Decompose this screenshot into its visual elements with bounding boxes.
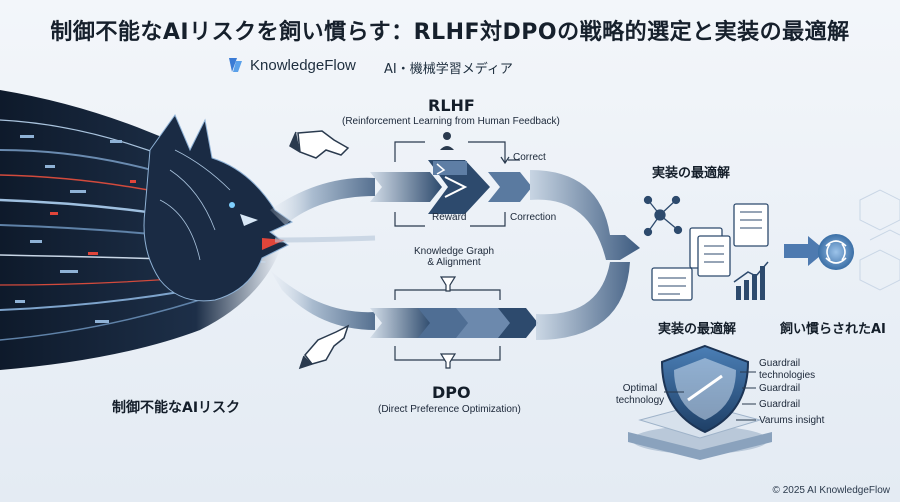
guardrail-line2: technologies: [759, 370, 816, 381]
human-feedback-icon: [440, 132, 454, 150]
guardrail-technologies-label: Guardrail technologies: [759, 358, 815, 382]
kg-label-line1: Knowledge Graph: [413, 246, 495, 257]
page-title: 制御不能なAIリスクを飼い慣らす：RLHF対DPOの戦略的選定と実装の最適解: [50, 20, 850, 45]
tamed-ai-label: 飼い慣らされたAI: [780, 322, 886, 337]
knowledge-graph-label: Knowledge Graph & Alignment: [404, 246, 504, 268]
uncontrolled-ai-caption: 制御不能なAIリスク: [112, 400, 241, 416]
funnel-icon-top: [439, 276, 457, 292]
kg-label-line2: & Alignment: [427, 257, 481, 268]
dpo-subtitle: (Direct Preference Optimization): [378, 404, 521, 415]
rlhf-correct-label: Correct: [513, 152, 546, 163]
knowledgeflow-logo-icon: [229, 58, 242, 72]
guardrail-line1: Guardrail: [759, 358, 801, 369]
optimal-technology-label: Optimal technology: [610, 383, 670, 407]
rlhf-pipeline: [370, 132, 532, 227]
dpo-pipeline: [370, 276, 538, 369]
guardrail-label-3: Guardrail: [759, 399, 801, 410]
brand-tagline: AI・機械学習メディア: [384, 62, 513, 77]
tamed-ai-icon: [818, 234, 854, 270]
brand-name: KnowledgeFlow: [250, 56, 356, 74]
varums-insight-label: Varums insight: [759, 415, 825, 426]
guardrail-label-2: Guardrail: [759, 383, 801, 394]
hand-icon-top: [289, 130, 350, 159]
optimal-line2: technology: [615, 395, 665, 406]
impl-optimal-bottom: 実装の最適解: [658, 322, 737, 337]
shield-icon: [660, 344, 750, 434]
optimal-line1: Optimal: [622, 383, 658, 394]
brand: KnowledgeFlow: [226, 56, 356, 74]
ai-beast-illustration: [0, 90, 294, 370]
bar-chart-icon: [733, 261, 769, 300]
dpo-title: DPO: [432, 383, 471, 402]
rlhf-subtitle: (Reinforcement Learning from Human Feedb…: [342, 116, 560, 127]
rlhf-correction-label: Correction: [510, 212, 557, 223]
impl-optimal-top: 実装の最適解: [652, 166, 731, 181]
rlhf-reward-label: Reward: [432, 212, 467, 223]
funnel-icon-bottom: [439, 353, 457, 369]
copyright: © 2025 AI KnowledgeFlow: [772, 485, 890, 496]
document-icons: [651, 203, 769, 301]
knowledge-network-icon: [643, 195, 683, 237]
rlhf-title: RLHF: [428, 96, 475, 115]
hand-icon-bottom: [298, 324, 350, 370]
